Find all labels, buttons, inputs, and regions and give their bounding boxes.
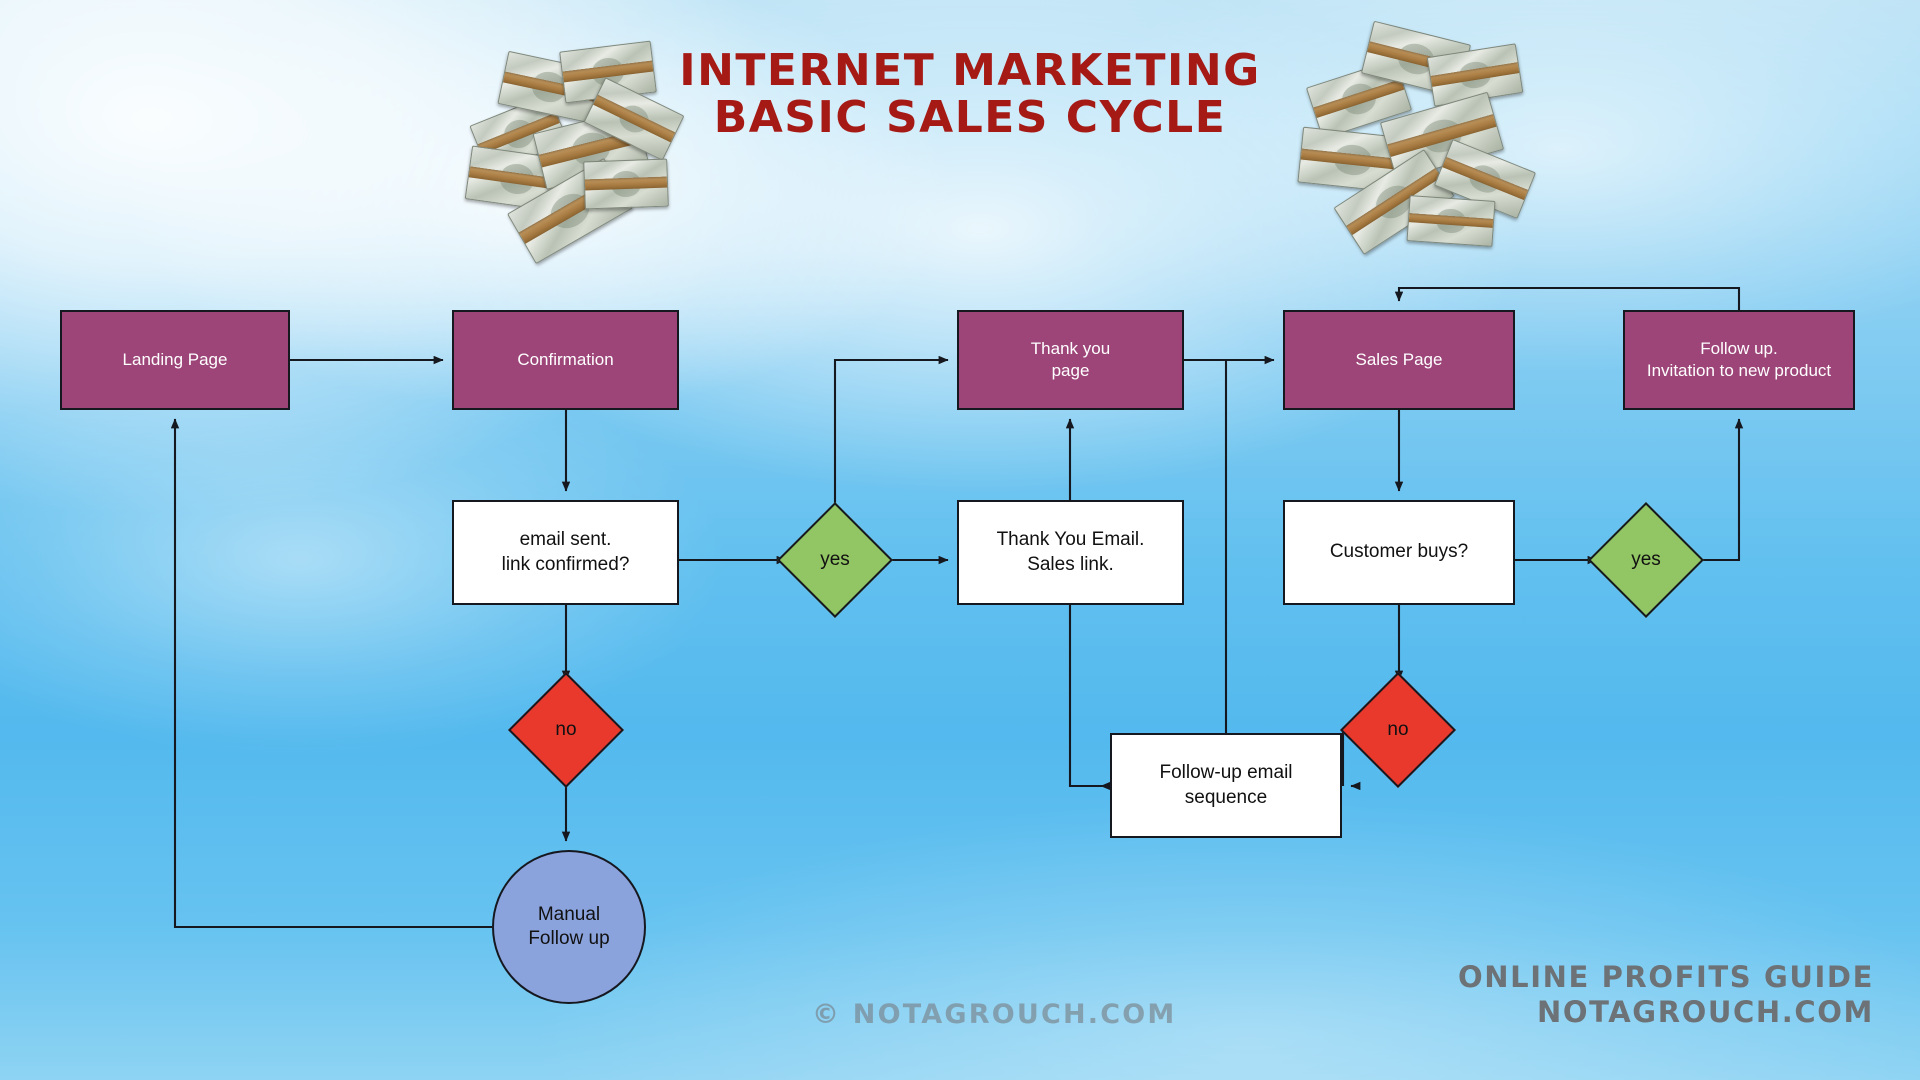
decision-yes-email-confirmed[interactable]: yes — [777, 502, 893, 618]
node-confirmation[interactable]: Confirmation — [452, 310, 679, 410]
node-label: Thank you page — [1030, 339, 1111, 380]
edge-yes2-to-followupproduct — [1687, 418, 1744, 562]
copyright-watermark: © NOTAGROUCH.COM — [812, 999, 1177, 1030]
node-customer-buys[interactable]: Customer buys? — [1283, 500, 1515, 605]
node-landing-page[interactable]: Landing Page — [60, 310, 290, 410]
node-label: Sales Page — [1355, 350, 1443, 370]
node-label: Thank You Email. Sales link. — [996, 529, 1145, 575]
money-stack-right-icon — [1297, 20, 1537, 255]
decision-label: no — [1387, 719, 1409, 740]
edge-manualfollowup-to-landing — [170, 418, 492, 929]
node-label: Follow-up email sequence — [1159, 762, 1293, 808]
edge-yes1-to-thankyoupage — [833, 355, 949, 519]
decision-no-email-confirmed[interactable]: no — [508, 672, 624, 788]
node-follow-up-invitation[interactable]: Follow up. Invitation to new product — [1623, 310, 1855, 410]
decision-no-customer-buys[interactable]: no — [1340, 672, 1456, 788]
decision-yes-customer-buys[interactable]: yes — [1588, 502, 1704, 618]
title-line-1: INTERNET MARKETING — [679, 45, 1261, 96]
edge-followupproduct-to-salespage — [1394, 286, 1741, 310]
brand-footer: ONLINE PROFITS GUIDE NOTAGROUCH.COM — [1458, 960, 1874, 1031]
brand-line-2: NOTAGROUCH.COM — [1537, 995, 1874, 1030]
decision-label: yes — [1631, 549, 1661, 570]
node-label: email sent. link confirmed? — [501, 529, 630, 575]
node-thank-you-email[interactable]: Thank You Email. Sales link. — [957, 500, 1184, 605]
brand-line-1: ONLINE PROFITS GUIDE — [1458, 960, 1874, 994]
node-label: Follow up. Invitation to new product — [1646, 339, 1832, 380]
edge-followupemail-riser — [1068, 605, 1101, 788]
node-sales-page[interactable]: Sales Page — [1283, 310, 1515, 410]
node-label: Confirmation — [517, 350, 614, 370]
node-label: Landing Page — [122, 350, 228, 370]
decision-label: yes — [820, 549, 850, 570]
node-label: Customer buys? — [1329, 541, 1469, 563]
diagram-title: INTERNET MARKETING BASIC SALES CYCLE — [660, 45, 1280, 143]
node-manual-follow-up[interactable]: Manual Follow up — [492, 850, 646, 1004]
node-follow-up-email-sequence[interactable]: Follow-up email sequence — [1110, 733, 1342, 838]
title-line-2: BASIC SALES CYCLE — [713, 91, 1227, 143]
node-label: Manual Follow up — [528, 903, 610, 949]
decision-label: no — [555, 719, 577, 740]
node-email-sent[interactable]: email sent. link confirmed? — [452, 500, 679, 605]
node-thank-you-page[interactable]: Thank you page — [957, 310, 1184, 410]
